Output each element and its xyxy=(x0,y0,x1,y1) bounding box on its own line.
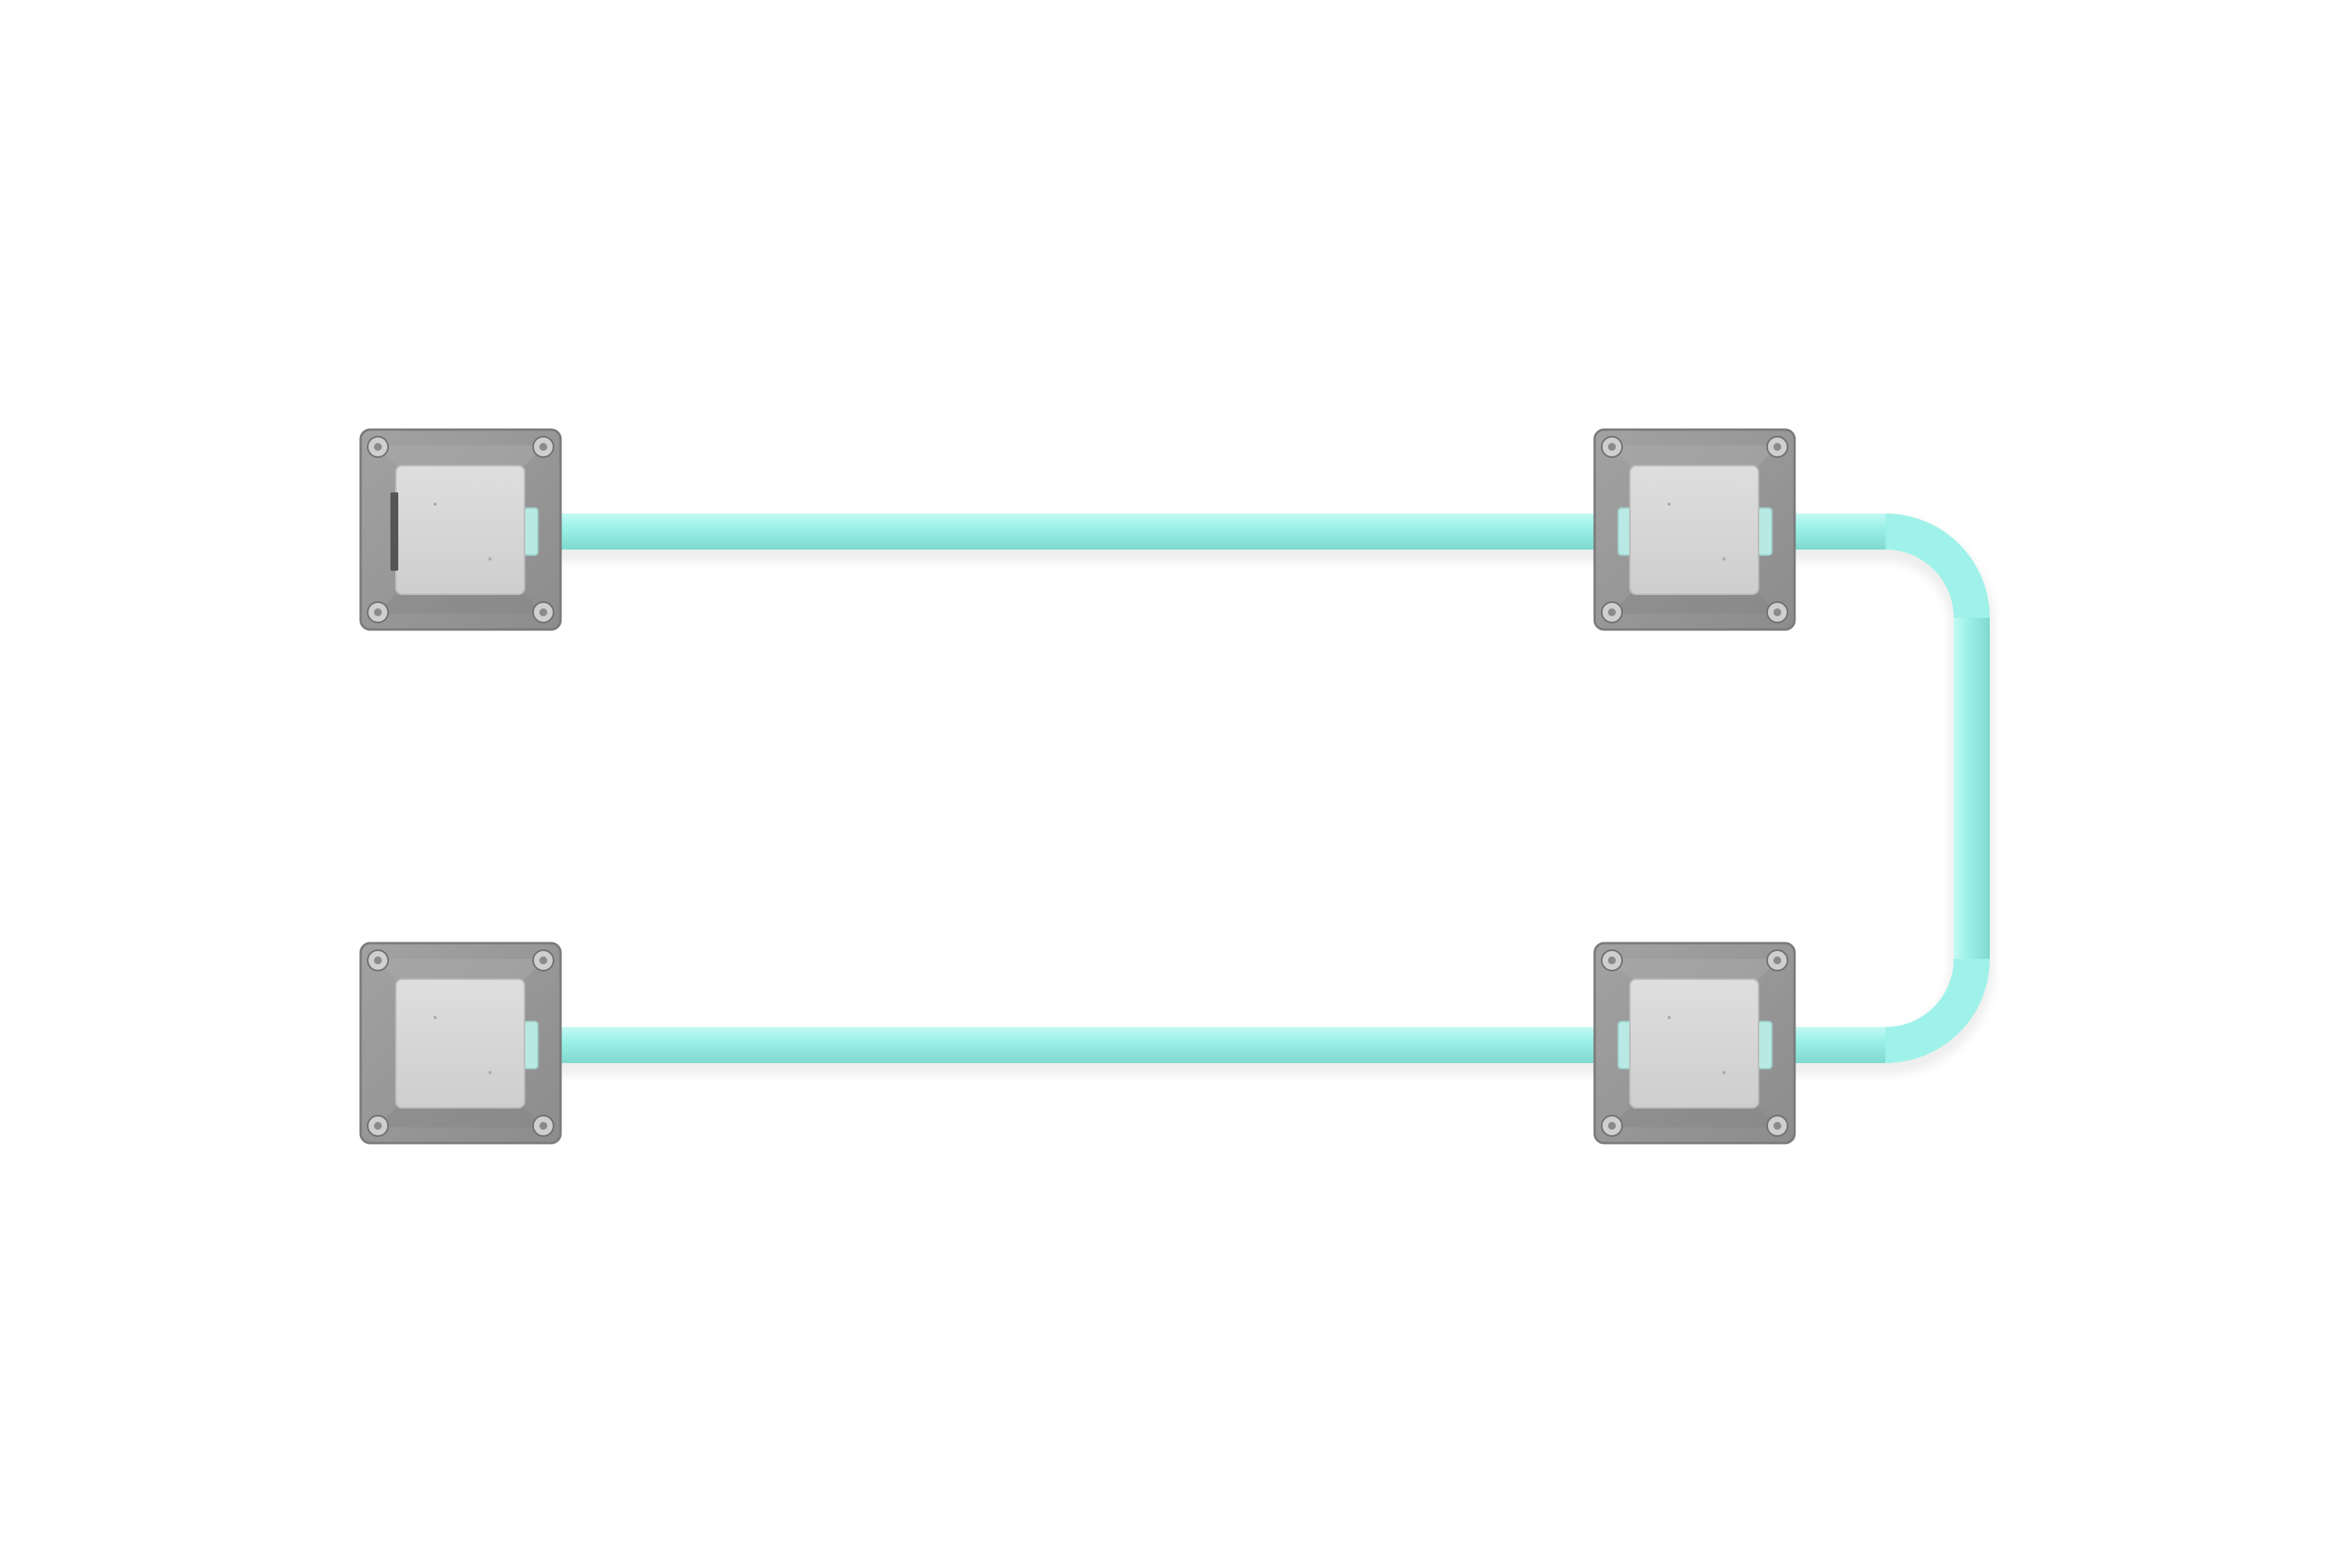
cover-mark xyxy=(1668,503,1671,506)
screw-center xyxy=(374,956,382,964)
junction-box-layer xyxy=(359,428,1796,1145)
screw-center xyxy=(1608,443,1616,451)
cover-box xyxy=(395,465,525,595)
screw-center xyxy=(539,608,547,616)
screw-center xyxy=(1773,1122,1781,1130)
cover-mark xyxy=(488,1071,492,1074)
screw-center xyxy=(539,956,547,964)
junction-box-top-left-icon xyxy=(359,428,562,631)
screw-center xyxy=(1773,956,1781,964)
cover-box xyxy=(1629,978,1759,1109)
screw-center xyxy=(374,1122,382,1130)
cover-mark xyxy=(434,1016,437,1019)
pipe-fitting xyxy=(1757,507,1773,556)
cover-mark xyxy=(1668,1016,1671,1019)
junction-box-top-right-icon xyxy=(1593,428,1796,631)
pipe-fitting xyxy=(523,1021,539,1069)
junction-box-bottom-left-icon xyxy=(359,942,562,1145)
screw-center xyxy=(374,443,382,451)
cover-box xyxy=(1629,465,1759,595)
screw-center xyxy=(374,608,382,616)
screw-center xyxy=(1773,443,1781,451)
cover-box xyxy=(395,978,525,1109)
pipe-fitting xyxy=(1757,1021,1773,1069)
screw-center xyxy=(539,443,547,451)
screw-center xyxy=(1773,608,1781,616)
cover-mark xyxy=(434,503,437,506)
pipe-segment-right xyxy=(1954,618,1990,959)
screw-center xyxy=(1608,956,1616,964)
screw-center xyxy=(1608,608,1616,616)
screw-center xyxy=(1608,1122,1616,1130)
side-label xyxy=(390,492,398,571)
cover-mark xyxy=(488,557,492,561)
cover-mark xyxy=(1722,1071,1726,1074)
screw-center xyxy=(539,1122,547,1130)
junction-box-bottom-right-icon xyxy=(1593,942,1796,1145)
cover-mark xyxy=(1722,557,1726,561)
pipe-fitting xyxy=(523,507,539,556)
